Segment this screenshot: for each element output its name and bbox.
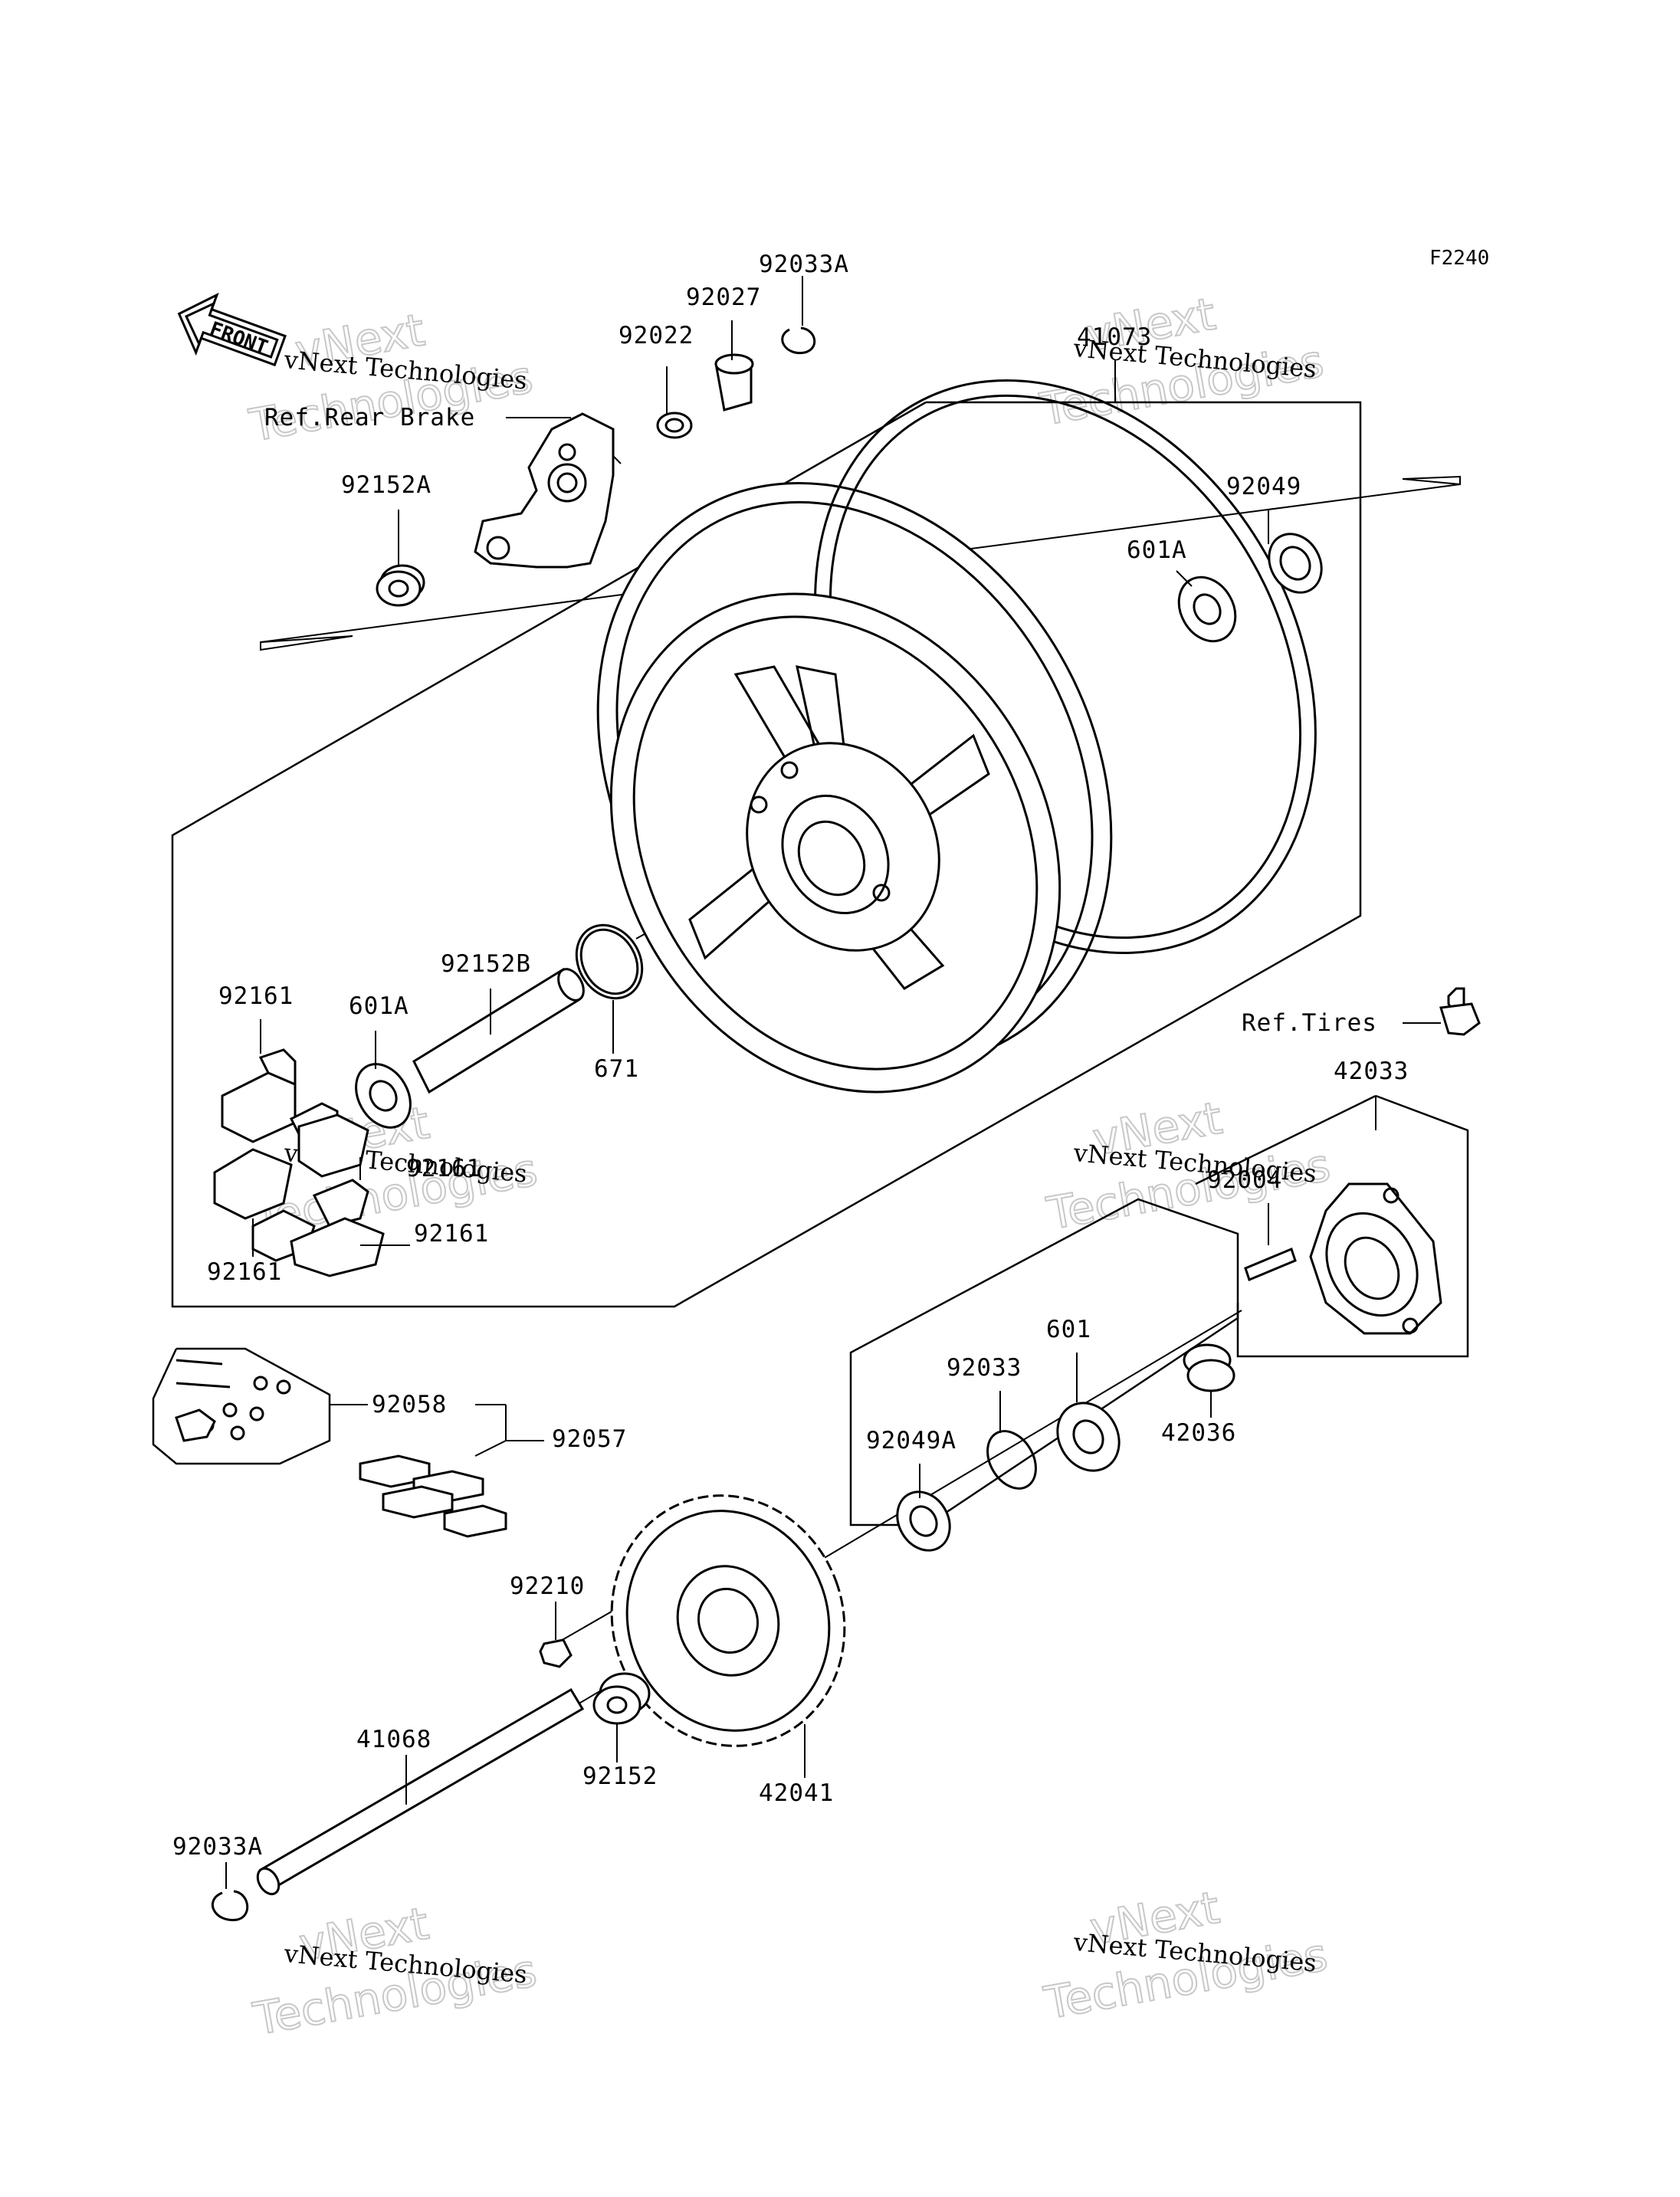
rear-brake-bracket (474, 412, 622, 569)
chain-92057 (175, 1359, 507, 1538)
label-92033A-top: 92033A (759, 251, 849, 278)
label-92027: 92027 (686, 284, 761, 311)
coupling-42033 (1309, 1182, 1442, 1335)
sprocket-42041 (610, 1494, 846, 1747)
collar-92152 (592, 1672, 651, 1725)
label-92033A-bottom: 92033A (172, 1833, 263, 1861)
hub-outline-box-top (1195, 1094, 1376, 1185)
circlip-92033 (986, 1430, 1037, 1490)
label-601A-left: 601A (349, 992, 409, 1020)
label-92210: 92210 (510, 1572, 585, 1600)
wheel-outline-box (171, 401, 1362, 1308)
stud-92004 (1244, 1247, 1297, 1282)
label-92161-a: 92161 (218, 982, 294, 1010)
seal-92049 (1268, 533, 1323, 594)
valve-icon (1439, 987, 1481, 1036)
label-42041: 42041 (759, 1779, 834, 1807)
circlip-92033A-top (781, 326, 816, 355)
bearing-601 (1056, 1402, 1121, 1472)
collar-92152B (412, 967, 585, 1094)
wheel-rim (596, 379, 1317, 1094)
label-601A-top: 601A (1127, 536, 1187, 564)
hub-outline-box (1236, 1094, 1469, 1358)
label-92152B: 92152B (441, 950, 531, 978)
label-42033: 42033 (1334, 1058, 1409, 1085)
label-92161-b: 92161 (406, 1155, 481, 1182)
collar-92152A (376, 564, 425, 607)
collar-42036 (1183, 1343, 1235, 1392)
label-92161-c: 92161 (414, 1220, 489, 1248)
label-41073: 41073 (1077, 323, 1152, 351)
nut-92210 (539, 1638, 573, 1668)
axle-41068 (256, 1687, 585, 1896)
label-671: 671 (594, 1055, 639, 1083)
seal-92049A (896, 1490, 951, 1552)
chain-detail-box (152, 1347, 331, 1465)
label-ref-rear-brake: Ref.Rear Brake (264, 404, 475, 431)
bearing-601A-left (355, 1063, 412, 1129)
sprocket-outline-box (849, 1198, 1239, 1526)
label-92152: 92152 (582, 1763, 658, 1790)
damper-92161-group (213, 1048, 385, 1277)
label-92058: 92058 (372, 1391, 447, 1418)
label-ref-tires: Ref.Tires (1242, 1009, 1377, 1037)
leader-lines (225, 276, 1441, 1889)
label-42036: 42036 (1161, 1419, 1236, 1447)
bearing-601A-top (1177, 575, 1237, 643)
label-92049A: 92049A (866, 1427, 956, 1454)
circlip-92033A-bottom (212, 1890, 249, 1922)
diagram-code: F2240 (1429, 247, 1489, 270)
label-92057: 92057 (552, 1425, 627, 1453)
label-92152A: 92152A (341, 471, 431, 499)
label-92049: 92049 (1226, 473, 1301, 500)
label-92022: 92022 (619, 322, 694, 349)
label-92161-d: 92161 (207, 1258, 282, 1286)
label-601: 601 (1046, 1316, 1091, 1343)
label-41068: 41068 (356, 1726, 431, 1753)
washer-92022 (656, 412, 693, 439)
o-ring-671 (575, 923, 644, 1000)
front-arrow-icon: FRONT (177, 292, 287, 367)
label-92033: 92033 (947, 1354, 1022, 1382)
part-labels: 92033A 92027 92022 Ref.Rear Brake 92152A… (172, 251, 1409, 1861)
bushing-92027 (714, 353, 754, 412)
label-92004: 92004 (1207, 1166, 1282, 1194)
